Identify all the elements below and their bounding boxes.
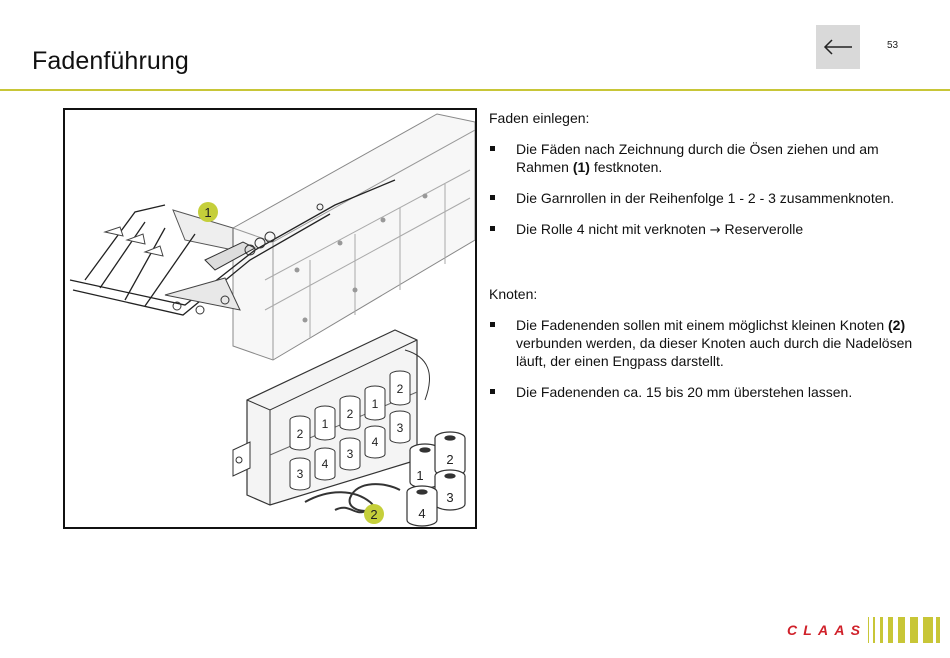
list-item: Die Fadenenden sollen mit einem möglichs… [489, 316, 929, 370]
brand-stripes-icon [868, 617, 940, 643]
spool-label: 4 [372, 435, 379, 449]
list-item: Die Fäden nach Zeichnung durch die Ösen … [489, 140, 929, 176]
spool-label: 3 [347, 447, 354, 461]
arrow-right-icon: → [709, 223, 721, 238]
bullet-square-icon [490, 389, 495, 394]
bullet-square-icon [490, 146, 495, 151]
spool-label: 3 [397, 421, 404, 435]
callout-2-marker [364, 504, 384, 524]
spool-label: 3 [297, 467, 304, 481]
claas-logo: CLAAS [787, 623, 861, 637]
page-number: 53 [887, 40, 899, 51]
spool-label: 4 [418, 506, 425, 521]
callout-1-marker [198, 202, 218, 222]
bullet-square-icon [490, 226, 495, 231]
list-item: Die Garnrollen in der Reihenfolge 1 - 2 … [489, 189, 929, 207]
spool-label: 2 [297, 427, 304, 441]
spool-label: 3 [446, 490, 453, 505]
section-heading-faden-einlegen: Faden einlegen: [489, 110, 590, 126]
bullet-square-icon [490, 322, 495, 327]
spool-label: 2 [397, 382, 404, 396]
svg-text:CLAAS: CLAAS [787, 623, 861, 637]
spool-label: 1 [416, 468, 423, 483]
technical-drawing: 1 2 3 4 2 1 2 1 2 3 4 3 4 3 1 2 [69, 113, 475, 527]
spool-label: 2 [347, 407, 354, 421]
threading-steps-list: Die Fäden nach Zeichnung durch die Ösen … [489, 140, 929, 240]
arrow-left-icon [823, 39, 852, 55]
header-divider [0, 89, 950, 91]
list-item: Die Rolle 4 nicht mit verknoten → Reserv… [489, 220, 929, 240]
instruction-text: Faden einlegen: Die Fäden nach Zeichnung… [489, 109, 929, 414]
section-heading-knoten: Knoten: [489, 286, 538, 302]
thread-guide-illustration: 1 2 3 4 2 1 2 1 2 3 4 3 4 3 1 2 [63, 108, 477, 529]
page-title: Fadenführung [32, 47, 189, 75]
list-item: Die Fadenenden ca. 15 bis 20 mm übersteh… [489, 383, 929, 401]
spool-label: 4 [322, 457, 329, 471]
spool-label: 1 [322, 417, 329, 431]
spool-label: 1 [372, 397, 379, 411]
spool-label: 2 [446, 452, 453, 467]
knot-steps-list: Die Fadenenden sollen mit einem möglichs… [489, 316, 929, 401]
bullet-square-icon [490, 195, 495, 200]
callout-1-label: 1 [204, 205, 211, 220]
back-button[interactable] [816, 25, 860, 69]
callout-2-label: 2 [370, 507, 377, 522]
